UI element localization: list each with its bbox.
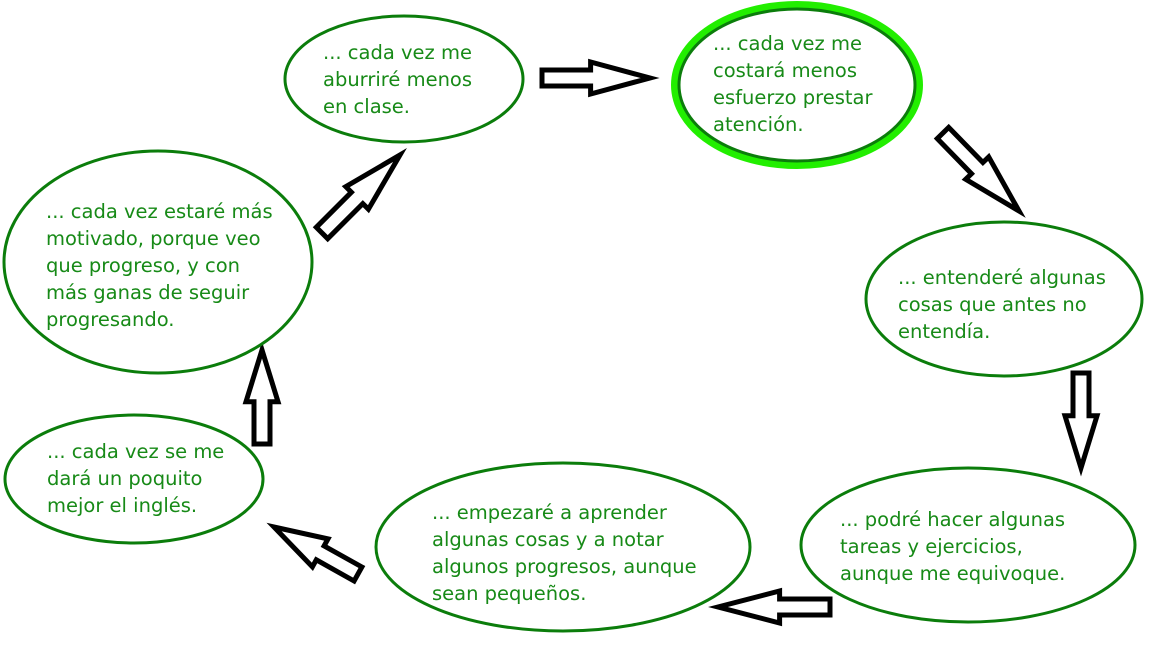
node-text-line: motivado, porque veo	[46, 227, 261, 250]
node-text: ... cada vez me aburriré menos en clase.	[323, 41, 472, 118]
highlight-ring	[671, 1, 923, 169]
cycle-node-podre: ... podré hacer algunas tareas y ejercici…	[799, 466, 1137, 624]
cycle-node-ingles: ... cada vez se me dará un poquito mejor e…	[3, 413, 265, 545]
cycle-node-motivado: ... cada vez estaré más motivado, porque …	[2, 149, 314, 375]
node-text: ... podré hacer algunas tareas y ejercici…	[840, 508, 1065, 585]
node-text-line: aunque me equivoque.	[840, 562, 1065, 585]
node-text-line: en clase.	[323, 95, 410, 118]
node-text: ... cada vez se me dará un poquito mejor e…	[47, 440, 224, 517]
arrow-icon	[708, 587, 833, 627]
node-text-line: ... empezaré a aprender	[432, 501, 668, 524]
node-text-line: dará un poquito	[47, 467, 202, 490]
arrow-icon	[1061, 370, 1101, 477]
node-text: ... entenderé algunas cosas que antes no e…	[898, 266, 1106, 343]
node-ellipse	[374, 461, 752, 633]
arrow-icon	[933, 123, 1026, 218]
node-text-line: ... cada vez se me	[47, 440, 224, 463]
node-text-line: más ganas de seguir	[46, 281, 250, 304]
cycle-node-entendere: ... entenderé algunas cosas que antes no e…	[864, 220, 1144, 378]
node-text-line: sean pequeños.	[432, 582, 586, 605]
node-ellipse	[283, 14, 525, 144]
node-text-line: ... entenderé algunas	[898, 266, 1106, 289]
node-text: ... empezaré a aprender algunas cosas y a…	[432, 501, 697, 605]
node-text-line: tareas y ejercicios,	[840, 535, 1023, 558]
node-text-line: ... cada vez estaré más	[46, 200, 273, 223]
node-text: ... cada vez me costará menos esfuerzo pre…	[713, 32, 873, 136]
node-text-line: ... cada vez me	[713, 32, 862, 55]
node-text-line: costará menos	[713, 59, 857, 82]
arrow-icon	[266, 522, 366, 585]
arrow-icon	[312, 148, 407, 243]
node-text-line: entendía.	[898, 320, 990, 343]
cycle-node-empezare: ... empezaré a aprender algunas cosas y a…	[374, 461, 752, 633]
node-ellipse	[799, 466, 1137, 624]
arrow-icon	[242, 341, 282, 447]
node-ellipse	[677, 7, 917, 163]
node-ellipse	[3, 413, 265, 545]
cycle-node-aburrire: ... cada vez me aburriré menos en clase.	[283, 14, 525, 144]
node-text-line: mejor el inglés.	[47, 494, 197, 517]
cycle-node-costara: ... cada vez me costará menos esfuerzo pre…	[671, 1, 923, 169]
node-text: ... cada vez estaré más motivado, porque …	[46, 200, 273, 331]
node-text-line: progresando.	[46, 308, 175, 331]
node-text-line: ... cada vez me	[323, 41, 472, 64]
node-ellipse	[864, 220, 1144, 378]
node-text-line: esfuerzo prestar	[713, 86, 873, 109]
node-text-line: que progreso, y con	[46, 254, 240, 277]
node-text-line: atención.	[713, 113, 804, 136]
node-ellipse	[2, 149, 314, 375]
node-text-line: aburriré menos	[323, 68, 472, 91]
node-text-line: ... podré hacer algunas	[840, 508, 1065, 531]
node-text-line: cosas que antes no	[898, 293, 1087, 316]
arrow-icon	[539, 58, 660, 98]
node-text-line: algunas cosas y a notar	[432, 528, 665, 551]
node-text-line: algunos progresos, aunque	[432, 555, 697, 578]
